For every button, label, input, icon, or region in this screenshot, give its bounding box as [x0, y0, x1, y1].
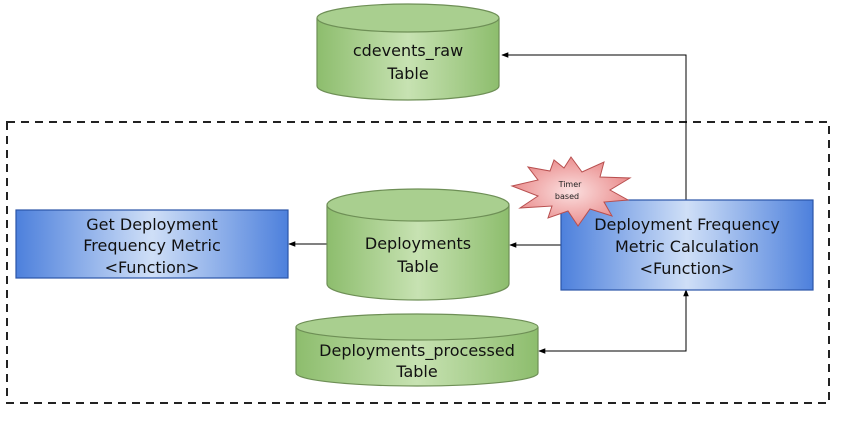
deployments-label-name: Deployments — [365, 234, 471, 253]
timer-label-line1: Timer — [558, 180, 583, 189]
get-metric-label-line1: Get Deployment — [86, 215, 217, 234]
calc-label-line1: Deployment Frequency — [594, 215, 780, 234]
deployment-frequency-calculation-function: Deployment Frequency Metric Calculation … — [560, 199, 814, 291]
cdevents-raw-label-kind: Table — [386, 64, 428, 83]
system-boundary — [6, 121, 830, 404]
connectors — [288, 52, 689, 354]
arrow-calc-to-cdevents-raw — [501, 52, 687, 200]
get-metric-label-line3: <Function> — [105, 258, 200, 277]
calc-label-line2: Metric Calculation — [615, 237, 759, 256]
timer-label-line2: based — [555, 192, 579, 201]
cdevents-raw-label-name: cdevents_raw — [353, 41, 463, 61]
deployments-processed-label-kind: Table — [395, 362, 437, 381]
deployments-processed-table: Deployments_processed Table — [295, 313, 539, 387]
get-deployment-frequency-metric-function: Get Deployment Frequency Metric <Functio… — [15, 209, 289, 279]
calc-label-line3: <Function> — [640, 259, 735, 278]
deployments-processed-label-name: Deployments_processed — [319, 341, 515, 361]
get-metric-label-line2: Frequency Metric — [83, 236, 220, 255]
arrow-calc-processed-bidirectional — [538, 289, 689, 354]
deployments-table: Deployments Table — [326, 188, 510, 301]
cdevents-raw-table: cdevents_raw Table — [316, 3, 500, 101]
deployments-label-kind: Table — [396, 257, 438, 276]
timer-based-burst: Timer based — [510, 156, 632, 227]
